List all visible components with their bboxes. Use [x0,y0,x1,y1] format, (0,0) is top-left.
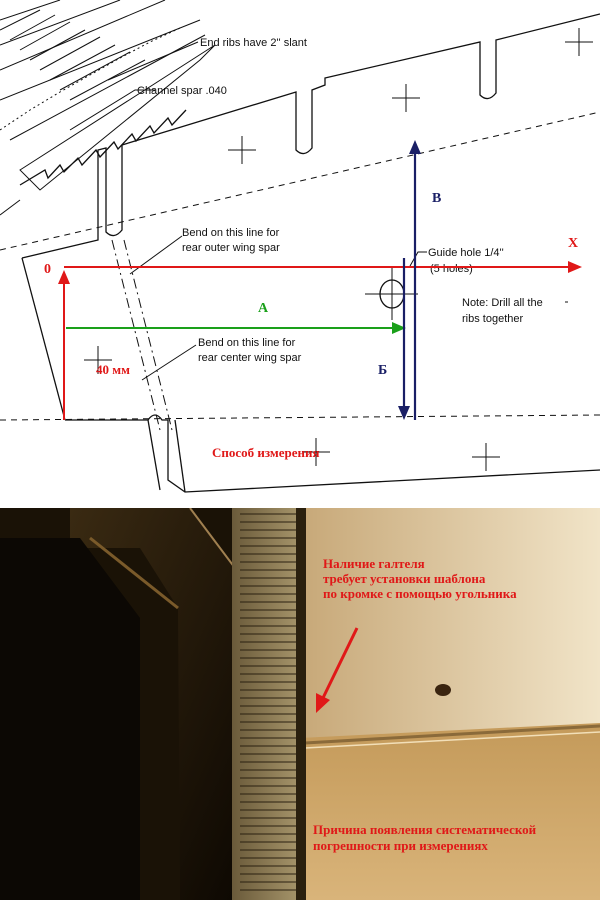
rib-outline [21,13,600,493]
red-pointer-arrow [316,627,359,713]
dimension-40mm-label: 40 мм [96,362,130,377]
navy-dimension-lines [398,140,421,420]
guide-hole [365,268,418,320]
cross-markers [84,28,593,471]
photo-text-bottom-line1: Причина появления систематической [313,822,537,837]
guide-hole-label-line2: (5 holes) [430,263,473,275]
x-axis-label: X [568,236,578,251]
guide-hole-label-line1: Guide hole 1/4'' [428,247,504,259]
v-label: В [432,191,441,206]
bend-center-label-line2: rear center wing spar [198,352,302,364]
cross-marker [84,346,112,374]
photo-text-top-line3: по кромке с помощью угольника [323,586,517,601]
photo-text-top-line1: Наличие галтеля [323,556,425,571]
cross-marker [302,438,330,466]
photo-text-top-line2: требует установки шаблона [323,571,486,586]
wood-edge [300,723,600,900]
channel-spar-sketch [0,0,216,216]
cross-marker [565,28,593,56]
cross-marker [472,443,500,471]
channel-spar-label: Channel spar .040 [137,85,227,97]
measurement-photo: Наличие галтеля требует установки шаблон… [0,508,600,900]
cross-marker [228,136,256,164]
rib-template-drawing: End ribs have 2'' slant Channel spar .04… [0,0,600,493]
paper-surface [300,508,600,738]
guide-hole-photo [435,684,451,696]
bend-outer-label-line1: Bend on this line for [182,227,280,239]
photo-panel: Наличие галтеля требует установки шаблон… [0,508,600,900]
bend-outer-label-line2: rear outer wing spar [182,242,280,254]
end-ribs-label: End ribs have 2'' slant [200,37,307,49]
diagram-panel: End ribs have 2'' slant Channel spar .04… [0,0,600,493]
bend-center-label-line1: Bend on this line for [198,337,296,349]
a-dimension-arrow [66,322,406,334]
v-arrow-head [409,140,421,154]
try-square [70,508,240,900]
leader-lines [69,41,568,381]
a-label: A [258,301,269,316]
diagram-caption: Способ измерения [212,445,320,460]
b-arrow-head [398,406,410,420]
cross-marker [392,84,420,112]
x-axis-arrow [64,261,582,273]
vertical-dim-arrow [58,270,70,420]
dashed-lines [0,111,600,431]
photo-text-bottom-line2: погрешности при измерениях [313,838,488,853]
b-label: Б [378,363,387,378]
ruler [232,508,302,900]
origin-label: 0 [44,262,51,277]
ruler-ticks [240,513,300,891]
note-label-line2: ribs together [462,313,523,325]
note-label-line1: Note: Drill all the [462,297,543,309]
